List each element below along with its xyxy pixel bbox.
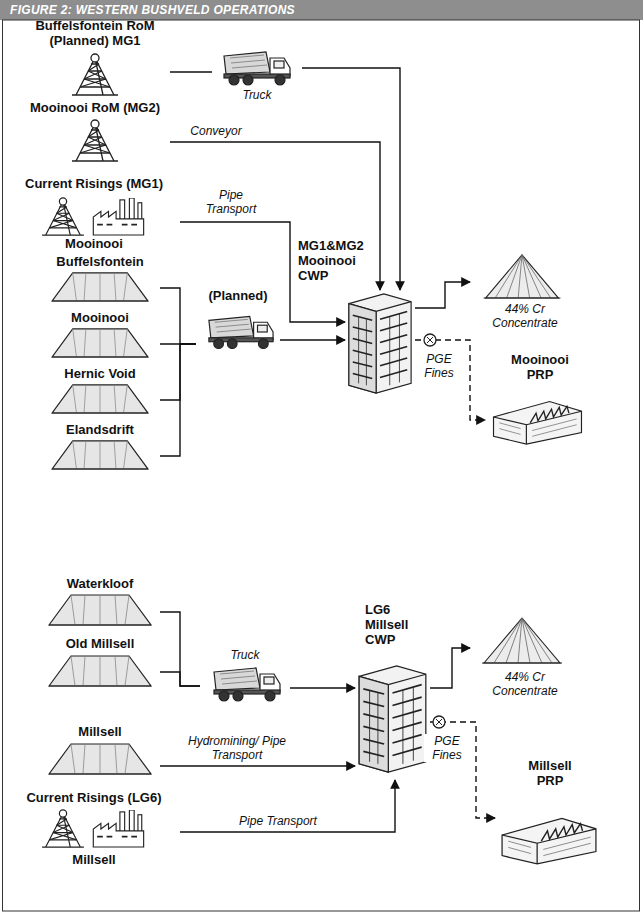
flow-line	[170, 142, 380, 290]
node-label: Current Risings (MG1)	[8, 176, 180, 191]
process-node: Old Millsell	[40, 636, 160, 692]
node-label: Millsell PRP	[515, 758, 585, 788]
flow-label: PGE Fines	[424, 734, 470, 762]
icons	[42, 52, 596, 864]
flow-label: Pipe Transport	[200, 188, 262, 216]
node-label: LG6 Millsell CWP	[365, 602, 427, 647]
process-node: Elandsdrift	[40, 422, 160, 472]
node-label: Mooinooi RoM (MG2)	[20, 100, 170, 115]
node-label: Mooinooi	[8, 236, 180, 251]
title-bar	[0, 0, 643, 20]
node-label: Truck	[212, 88, 302, 102]
node-label: Elandsdrift	[40, 422, 160, 437]
node-label: Current Risings (LG6)	[8, 790, 180, 805]
process-node: Truck	[212, 50, 302, 104]
node-label: Truck	[200, 648, 290, 662]
flow-line	[160, 344, 196, 400]
flow-line	[160, 612, 200, 686]
flow-line	[415, 282, 470, 308]
process-node: Millsell PRP	[495, 758, 605, 870]
node-label: Old Millsell	[40, 636, 160, 651]
flow-label: Pipe Transport	[222, 814, 334, 828]
node-label: MG1&MG2 Mooinooi CWP	[298, 238, 378, 283]
frame	[3, 20, 640, 911]
process-node: LG6 Millsell CWP	[355, 656, 430, 780]
process-node: 44% Cr Concentrate	[470, 250, 580, 332]
process-node: Buffelsfontein RoM (Planned) MG1	[20, 18, 170, 100]
node-label: Mooinooi PRP	[500, 352, 580, 382]
process-node: Current Risings (MG1) Mooinooi	[8, 176, 180, 254]
node-label: Millsell	[40, 724, 160, 739]
process-node: Mooinooi	[40, 310, 160, 360]
flow-line	[170, 71, 212, 72]
process-node: MG1&MG2 Mooinooi CWP	[345, 290, 415, 395]
node-label: 44% Cr Concentrate	[485, 302, 565, 330]
node-label: Buffelsfontein RoM (Planned) MG1	[20, 18, 170, 48]
node-label: Mooinooi	[40, 310, 160, 325]
process-node: Mooinooi PRP	[485, 352, 595, 448]
flow-label: Hydromining/ Pipe Transport	[186, 734, 288, 762]
flow-line	[290, 687, 355, 688]
node-label: Hernic Void	[40, 366, 160, 381]
flow-line	[160, 672, 200, 686]
node-label: Millsell	[8, 852, 180, 867]
flow-label: Conveyor	[180, 124, 252, 138]
fines-flow-line	[415, 340, 485, 420]
node-label: (Planned)	[196, 288, 280, 303]
node-label: Buffelsfontein	[40, 254, 160, 269]
figure-title: FIGURE 2: WESTERN BUSHVELD OPERATIONS	[10, 3, 295, 17]
flow-line	[160, 344, 196, 456]
process-node: Truck	[200, 648, 290, 704]
process-node: Buffelsfontein	[40, 254, 160, 304]
flow-label: PGE Fines	[416, 352, 462, 380]
node-label: Waterkloof	[40, 576, 160, 591]
flow-line	[180, 780, 395, 832]
flow-line	[280, 339, 345, 340]
pge-valve	[424, 334, 445, 728]
node-label: 44% Cr Concentrate	[485, 670, 565, 698]
flow-line	[430, 648, 470, 688]
process-node: Current Risings (LG6) Millsell	[8, 790, 180, 870]
process-node: Millsell	[40, 724, 160, 780]
flow-line	[160, 288, 196, 344]
process-node: (Planned)	[196, 288, 280, 354]
flow-line	[160, 765, 355, 766]
process-node: 44% Cr Concentrate	[470, 612, 580, 700]
process-node: Mooinooi RoM (MG2)	[20, 100, 170, 164]
process-node: Hernic Void	[40, 366, 160, 416]
process-node: Waterkloof	[40, 576, 160, 628]
